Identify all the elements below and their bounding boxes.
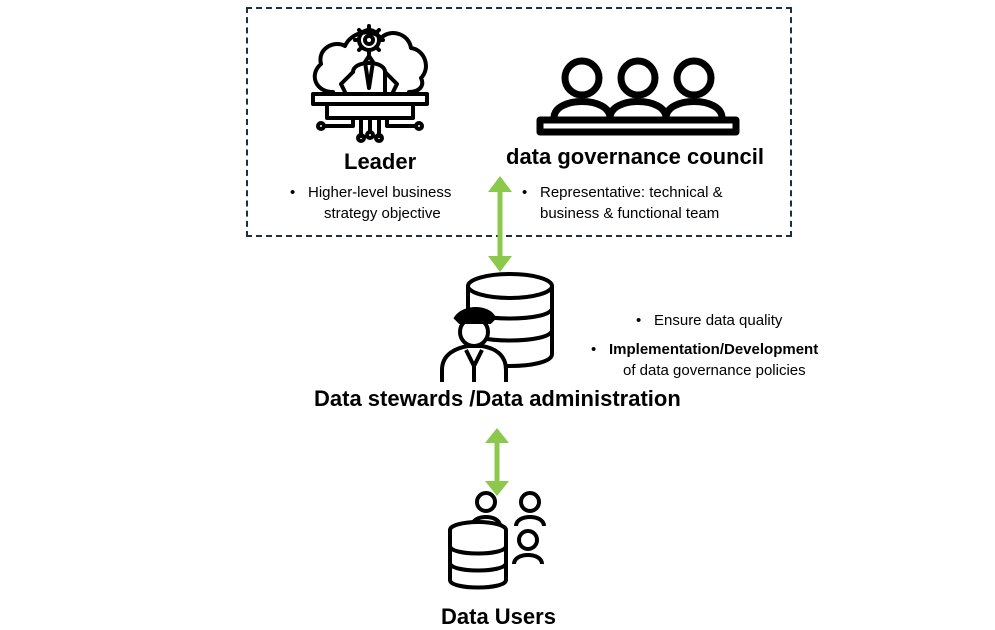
users-title: Data Users — [441, 604, 556, 629]
governance-group-box — [246, 7, 792, 237]
council-title: data governance council — [506, 144, 764, 169]
stewards-title: Data stewards /Data administration — [314, 386, 681, 411]
people-group-icon — [536, 57, 740, 136]
bidirectional-arrow-bottom — [485, 428, 509, 496]
leader-bullet: •Higher-level business strategy objectiv… — [290, 184, 452, 222]
database-users-icon — [448, 491, 546, 590]
council-bullet: •Representative: technical & business & … — [522, 184, 723, 222]
bidirectional-arrow-top — [488, 176, 512, 272]
database-officer-icon — [440, 272, 554, 382]
stewards-bullet-implementation: •Implementation/Development of data gove… — [591, 341, 819, 379]
leader-title: Leader — [344, 149, 417, 174]
stewards-bullet-quality: •Ensure data quality — [636, 312, 783, 329]
leader-presentation-icon — [311, 24, 429, 143]
